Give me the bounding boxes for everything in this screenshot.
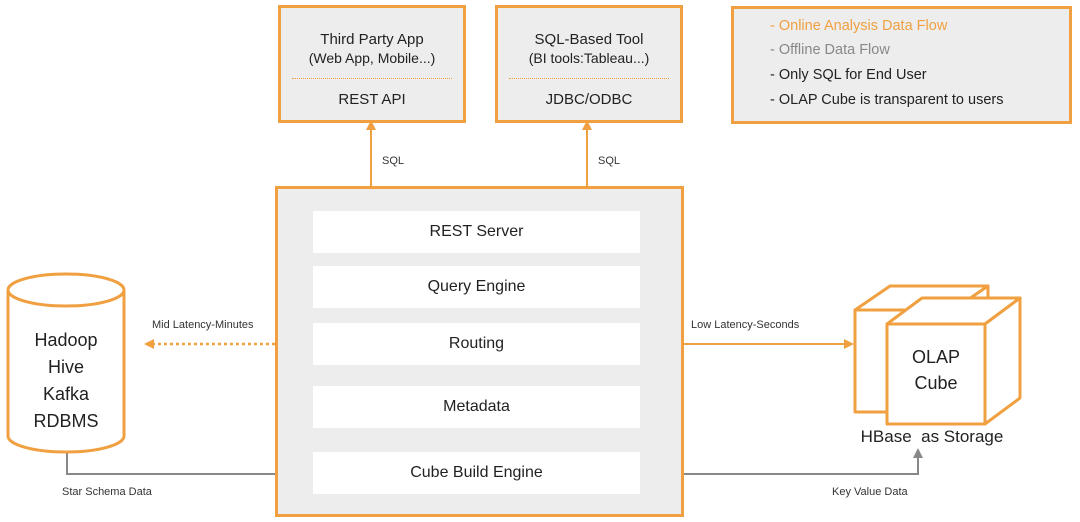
jdbc-odbc-label: JDBC/ODBC xyxy=(545,91,633,108)
low-latency-label: Low Latency-Seconds xyxy=(691,319,800,331)
rest-server: REST Server xyxy=(313,211,640,253)
star-schema-label: Star Schema Data xyxy=(62,486,152,498)
olap-cube-front xyxy=(885,296,1022,426)
data-source-cylinder xyxy=(6,272,126,454)
legend-offline: - Offline Data Flow xyxy=(770,42,890,58)
legend-olap: - OLAP Cube is transparent to users xyxy=(770,92,1004,108)
third-party-app-title: Third Party App xyxy=(320,31,424,48)
star-schema-arrow xyxy=(66,450,313,479)
cube-build-engine: Cube Build Engine xyxy=(313,452,640,494)
legend-online: - Online Analysis Data Flow xyxy=(770,18,948,34)
sql-tool-subtitle: (BI tools:Tableau...) xyxy=(528,50,650,66)
rest-api-label: REST API xyxy=(338,91,406,108)
mid-latency-label: Mid Latency-Minutes xyxy=(152,319,254,331)
sql-tool-divider xyxy=(509,78,669,79)
cube-label-cube: Cube xyxy=(914,373,958,393)
routing: Routing xyxy=(313,323,640,365)
hbase-storage-caption: HBase as Storage xyxy=(860,427,1004,446)
legend-sql-only: - Only SQL for End User xyxy=(770,67,927,83)
sql-label-left: SQL xyxy=(382,155,405,167)
metadata: Metadata xyxy=(313,386,640,428)
source-rdbms: RDBMS xyxy=(33,411,99,431)
source-hive: Hive xyxy=(47,357,84,377)
third-party-app-subtitle: (Web App, Mobile...) xyxy=(308,50,436,66)
cube-label-olap: OLAP xyxy=(911,347,961,367)
legend-box xyxy=(731,6,1072,124)
third-party-divider xyxy=(292,78,452,79)
sql-tool-box xyxy=(495,5,683,123)
sql-label-right: SQL xyxy=(598,155,621,167)
key-value-arrow xyxy=(652,448,923,475)
third-party-app-box xyxy=(278,5,466,123)
key-value-label: Key Value Data xyxy=(832,486,908,498)
sql-tool-title: SQL-Based Tool xyxy=(534,31,644,48)
source-kafka: Kafka xyxy=(42,384,90,404)
query-engine: Query Engine xyxy=(313,266,640,308)
source-hadoop: Hadoop xyxy=(34,330,98,350)
